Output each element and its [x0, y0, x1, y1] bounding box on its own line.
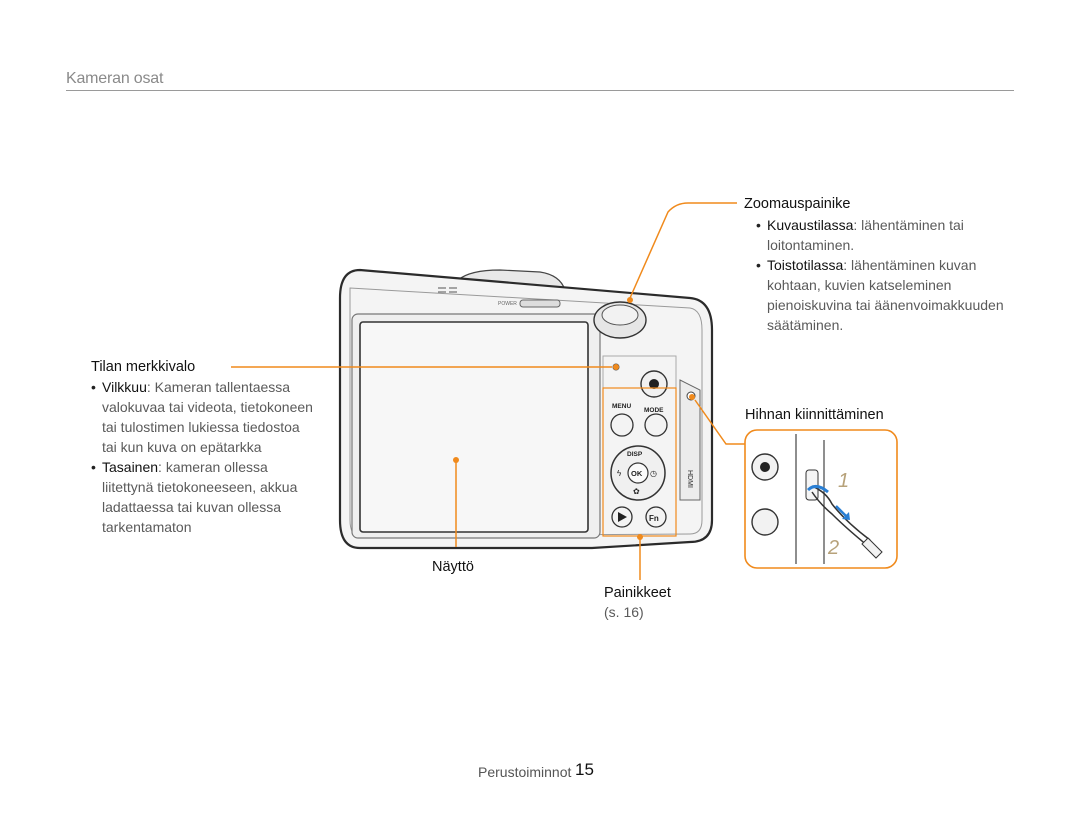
bullet-term: Kuvaustilassa — [767, 217, 854, 233]
side-panel — [679, 379, 701, 501]
ok-label: OK — [631, 469, 643, 478]
dot-screen — [453, 457, 459, 463]
bullet-line: kohtaan, kuvien katseleminen — [767, 277, 952, 293]
bullet-line: loitontaminen. — [767, 237, 855, 253]
bullet-line: : lähentäminen kuvan — [843, 257, 977, 273]
strap-loop — [811, 485, 871, 541]
bullet-line: ladattaessa tai kuvan ollessa — [102, 499, 281, 515]
mode-light-bullet-1: • Vilkkuu: Kameran tallentaessa valokuva… — [91, 379, 313, 455]
footer-section: Perustoiminnot — [478, 764, 572, 780]
ok-button — [627, 462, 649, 484]
dot-strap — [689, 394, 695, 400]
fn-button — [645, 506, 667, 528]
disp-label: DISP — [627, 451, 643, 458]
strap-arrow-1 — [806, 485, 829, 494]
dot-mode-light — [613, 364, 619, 370]
record-dot — [649, 379, 659, 389]
zoom-bullet-1: • Kuvaustilassa: lähentäminen tai loiton… — [756, 217, 964, 253]
zoom-bullet-2: • Toistotilassa: lähentäminen kuvan koht… — [756, 257, 1004, 333]
mode-light-title: Tilan merkkivalo — [91, 359, 196, 375]
zoom-lever-top — [601, 304, 639, 326]
title-rule — [66, 90, 1014, 91]
speaker-grille — [438, 287, 457, 293]
bullet-term: Toistotilassa — [767, 257, 844, 273]
strap-title: Hihnan kiinnittäminen — [745, 407, 884, 423]
menu-button — [610, 413, 634, 437]
bullet-line: liitettynä tietokoneeseen, akkua — [102, 479, 298, 495]
strap-step-2: 2 — [827, 537, 839, 559]
bullet-line: tai tulostimen lukiessa tiedostoa — [102, 419, 300, 435]
fn-label: Fn — [649, 514, 659, 523]
bullet-line: säätäminen. — [767, 317, 844, 333]
power-label: POWER — [498, 301, 517, 307]
bullet-term: Tasainen — [102, 459, 159, 475]
bullet-line: valokuvaa tai videota, tietokoneen — [102, 399, 313, 415]
bullet-line: pienoiskuvina tai äänenvoimakkuuden — [767, 297, 1004, 313]
bullet-line: tai kun kuva on epätarkka — [102, 439, 262, 455]
strap-inset-record-dot — [760, 462, 770, 472]
section-title: Kameran osat — [66, 70, 164, 87]
strap-tip — [861, 537, 883, 559]
strap-step-1: 1 — [838, 470, 849, 492]
menu-label: MENU — [612, 403, 631, 410]
bullet-line: : Kameran tallentaessa — [146, 379, 291, 395]
lcd-screen — [359, 321, 589, 533]
page-number: 15 — [575, 760, 594, 779]
buttons-title: Painikkeet — [604, 585, 671, 601]
playback-icon — [618, 512, 627, 522]
dot-zoom — [627, 297, 633, 303]
bullet-line: : kameran ollessa — [158, 459, 268, 475]
strap-inset — [744, 429, 898, 569]
buttons-page-ref: (s. 16) — [604, 604, 644, 620]
hdmi-label: HDMI — [686, 470, 693, 488]
macro-icon: ✿ — [633, 487, 640, 496]
flash-icon: ϟ — [617, 469, 622, 478]
buttons-highlight — [602, 387, 677, 537]
mode-light-bullet-2: • Tasainen: kameran ollessa liitettynä t… — [91, 459, 298, 535]
power-button — [519, 299, 561, 308]
strap-inset-mode-button — [751, 508, 779, 536]
dot-buttons — [637, 534, 643, 540]
strap-inset-eyelet — [805, 469, 819, 501]
bullet-line: tarkentamaton — [102, 519, 192, 535]
timer-icon: ◷ — [650, 469, 657, 478]
bullet-line: : lähentäminen tai — [853, 217, 964, 233]
mode-label: MODE — [644, 407, 664, 414]
zoom-title: Zoomauspainike — [744, 196, 851, 212]
leader-zoom — [629, 202, 737, 299]
strap-loop2 — [811, 491, 869, 547]
screen-title: Näyttö — [432, 559, 474, 575]
leader-strap — [694, 399, 748, 445]
bullet-term: Vilkkuu — [102, 379, 147, 395]
strap-arrow-2-head — [842, 512, 850, 520]
mode-button — [644, 413, 668, 437]
